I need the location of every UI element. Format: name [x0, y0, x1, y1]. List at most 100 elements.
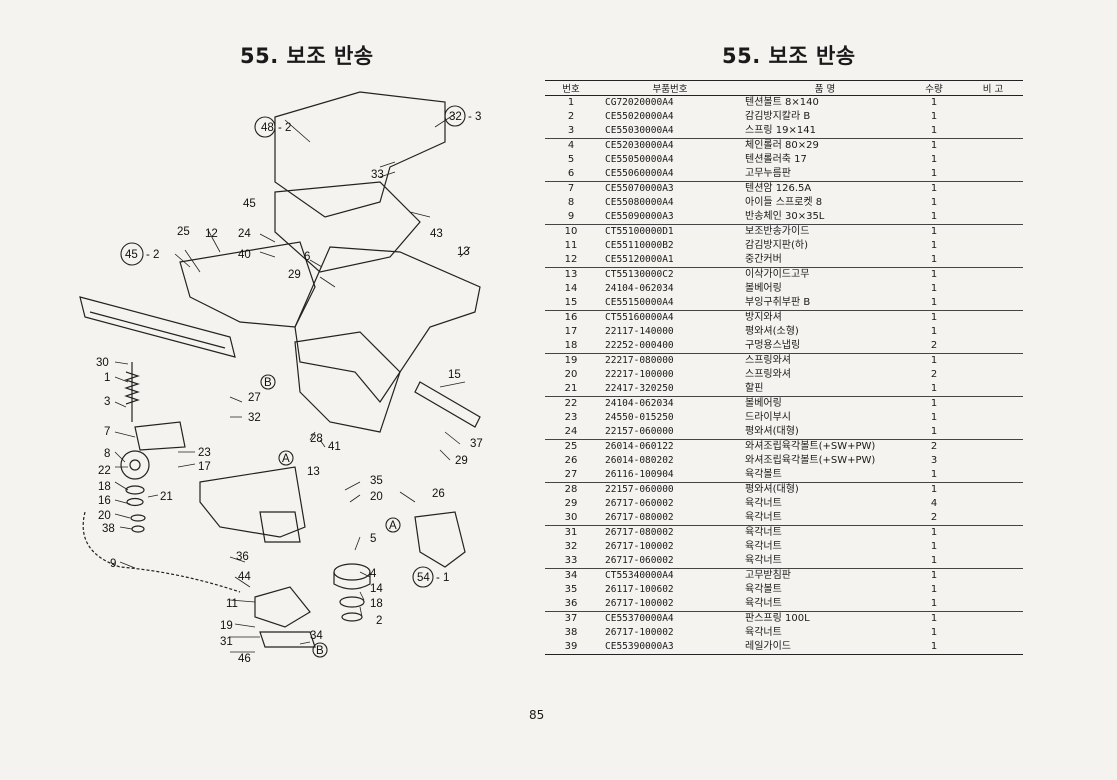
cell-no: 10	[564, 226, 578, 237]
callout-43: 43	[430, 228, 443, 240]
cell-name: 육각너트	[745, 627, 782, 638]
tension-spring	[124, 371, 140, 405]
cell-remark	[963, 483, 1023, 498]
callout-45c: 45	[125, 249, 138, 261]
callout-a1: A	[282, 453, 290, 465]
cell-no: 7	[567, 183, 575, 194]
cell-remark	[963, 554, 1023, 569]
cell-remark	[963, 411, 1023, 425]
cell-remark	[963, 612, 1023, 627]
ref-circle-b1	[260, 374, 276, 390]
tension-arm	[134, 421, 186, 451]
cell-remark	[963, 282, 1023, 296]
cell-no: 16	[564, 312, 578, 323]
frame-rail-inner	[89, 311, 226, 349]
cell-name: 육각너트	[745, 541, 782, 552]
cell-part-no: CE55120000A1	[597, 253, 735, 268]
col-header-remark: 비 고	[963, 80, 1023, 96]
callout-45c-qty: - 2	[146, 249, 159, 261]
bracket-a	[414, 511, 466, 568]
cell-name: 드라이부시	[745, 412, 791, 423]
cell-qty: 1	[930, 355, 938, 366]
diagram-labels: 48 - 2 32 - 3 45 - 2 54 - 1 B B A A 33 4…	[96, 111, 483, 665]
callout-27: 27	[248, 392, 261, 404]
ref-circle-a1	[278, 450, 294, 466]
cell-qty: 1	[930, 584, 938, 595]
cell-qty: 1	[930, 398, 938, 409]
callout-b2: B	[316, 645, 324, 657]
rubber-guide	[294, 246, 481, 404]
cell-part-no: CE55080000A4	[605, 197, 674, 208]
cell-no: 34	[564, 570, 578, 581]
callout-40: 40	[238, 249, 251, 261]
lower-plate	[254, 586, 311, 628]
auxiliary-guide	[199, 466, 306, 538]
col-header-part-no: 부품번호	[597, 80, 735, 96]
callout-23: 23	[198, 447, 211, 459]
cell-qty: 1	[905, 554, 963, 569]
cell-remark	[963, 167, 1023, 182]
cell-remark	[963, 640, 1023, 655]
cell-qty: 1	[905, 167, 963, 182]
cell-remark	[963, 354, 1023, 369]
cell-part-no: CE55370000A4	[605, 613, 674, 624]
frame-rail	[79, 296, 236, 358]
cell-name: 육각너트	[745, 498, 782, 509]
callout-13a: 13	[457, 246, 470, 258]
cell-name: 감김방지판(하)	[745, 240, 809, 251]
cell-qty: 2	[930, 369, 938, 380]
cell-remark	[963, 454, 1023, 468]
cell-no: 19	[564, 355, 578, 366]
cell-name: 볼베어링	[745, 398, 782, 409]
cell-part-no: CE55110000B2	[605, 240, 674, 251]
callout-54c: 54	[417, 572, 430, 584]
cell-no: 32	[564, 541, 578, 552]
cell-name: 보조반송가이드	[745, 226, 810, 237]
cell-name: 고무받침판	[745, 570, 791, 581]
cell-remark	[963, 540, 1023, 554]
cell-part-no: 26717-100002	[597, 597, 735, 612]
cell-qty: 1	[930, 111, 938, 122]
cell-no: 3	[545, 124, 597, 139]
cell-no: 12	[545, 253, 597, 268]
cell-no: 6	[545, 167, 597, 182]
chain-roller	[333, 563, 371, 581]
cell-name: 육각너트	[735, 597, 905, 612]
callout-34: 34	[310, 630, 323, 642]
cell-qty: 1	[930, 627, 938, 638]
parts-list-title: 55. 보조 반송	[722, 44, 856, 68]
cell-remark	[963, 239, 1023, 253]
cell-no: 1	[567, 97, 575, 108]
callout-28: 28	[310, 433, 323, 445]
cell-qty: 1	[905, 640, 963, 655]
cell-name: 레일가이드	[735, 640, 905, 655]
cell-no: 13	[564, 269, 578, 280]
callout-38: 38	[102, 523, 115, 535]
cell-remark	[963, 511, 1023, 526]
cell-no: 24	[545, 425, 597, 440]
callout-1: 1	[104, 372, 110, 384]
callout-6: 6	[304, 251, 310, 263]
cell-remark	[963, 440, 1023, 455]
cell-qty: 1	[905, 253, 963, 268]
ref-circle-45	[120, 242, 144, 266]
cell-part-no: 22217-100000	[605, 369, 674, 380]
callout-26: 26	[432, 488, 445, 500]
cell-qty: 1	[905, 382, 963, 397]
callout-32c-qty: - 3	[468, 111, 481, 123]
cell-no: 25	[564, 441, 578, 452]
cell-qty: 1	[930, 154, 938, 165]
cell-no: 9	[545, 210, 597, 225]
cell-remark	[963, 325, 1023, 339]
callout-8: 8	[104, 448, 110, 460]
